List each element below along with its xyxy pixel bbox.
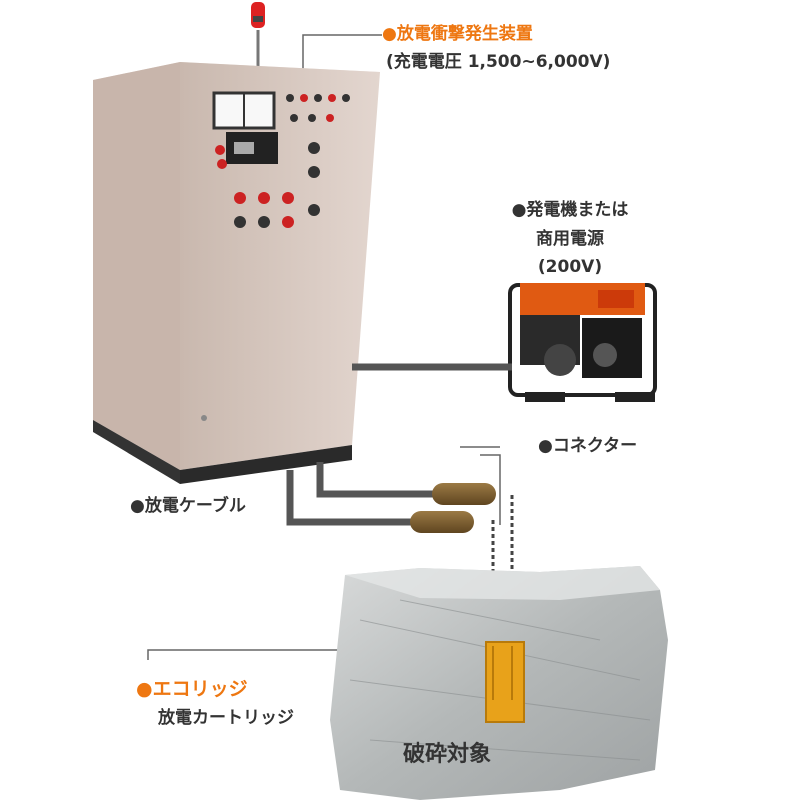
cable-label: ●放電ケーブル <box>130 496 246 516</box>
generator-label-line3: (200V) <box>537 257 603 277</box>
discharge-cables <box>286 363 514 645</box>
shock-device-label: ●放電衝撃発生装置 <box>382 24 533 44</box>
connectors <box>410 483 496 533</box>
discharge-shock-device-cabinet <box>93 62 380 484</box>
target-label: 破砕対象 <box>403 742 492 767</box>
generator-label-line2: 商用電源 <box>536 229 604 249</box>
charge-voltage-label: (充電電圧 1,500~6,000V) <box>386 52 611 72</box>
generator <box>508 283 657 402</box>
generator-label-line1: ●発電機または <box>511 200 629 220</box>
ecoridge-label: ●エコリッジ <box>136 678 248 700</box>
signal-lamp <box>251 2 265 70</box>
ecoridge-cartridge <box>485 641 525 723</box>
cartridge-label: 放電カートリッジ <box>158 708 294 728</box>
connector-label: ●コネクター <box>538 436 638 456</box>
